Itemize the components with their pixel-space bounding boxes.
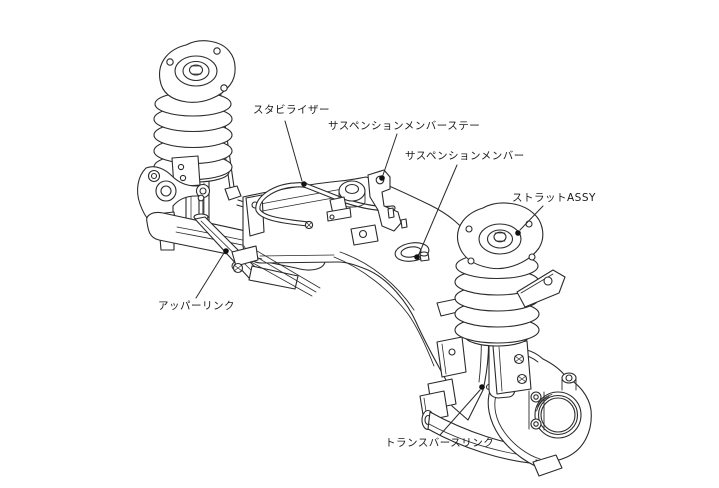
label-transverse-link: トランスバースリンク — [385, 437, 495, 449]
label-strut-assy: ストラットASSY — [512, 192, 596, 204]
label-suspension-member: サスペンションメンバー — [405, 150, 525, 162]
stabilizer-part — [255, 182, 396, 230]
callout-leader-lines — [195, 120, 544, 436]
member-stay-part — [326, 169, 408, 232]
label-stabilizer: スタビライザー — [253, 104, 330, 116]
label-upper-link: アッパーリンク — [158, 300, 235, 312]
label-suspension-member-stay: サスペンションメンバーステー — [328, 120, 481, 132]
suspension-member-part — [231, 176, 493, 421]
right-strut-assy — [454, 202, 566, 399]
